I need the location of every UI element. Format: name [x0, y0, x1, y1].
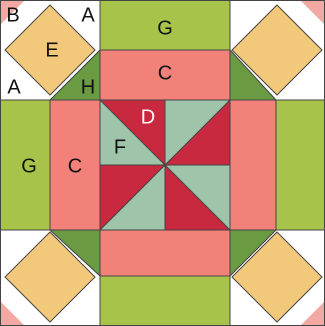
label-g-top: G: [157, 17, 173, 39]
label-a-top: A: [81, 4, 95, 26]
label-d: D: [141, 106, 155, 128]
label-h: H: [81, 76, 95, 98]
label-e: E: [45, 39, 58, 61]
label-g-left: G: [21, 155, 37, 177]
label-a-left: A: [7, 76, 21, 98]
label-c-left: C: [68, 155, 82, 177]
g-rect-bottom: [100, 276, 230, 326]
label-b: B: [6, 4, 19, 26]
c-rect-bottom: [100, 230, 230, 276]
label-f: F: [114, 136, 126, 158]
c-rect-right: [230, 100, 276, 230]
g-rect-right: [276, 100, 325, 230]
label-c-top: C: [158, 62, 172, 84]
